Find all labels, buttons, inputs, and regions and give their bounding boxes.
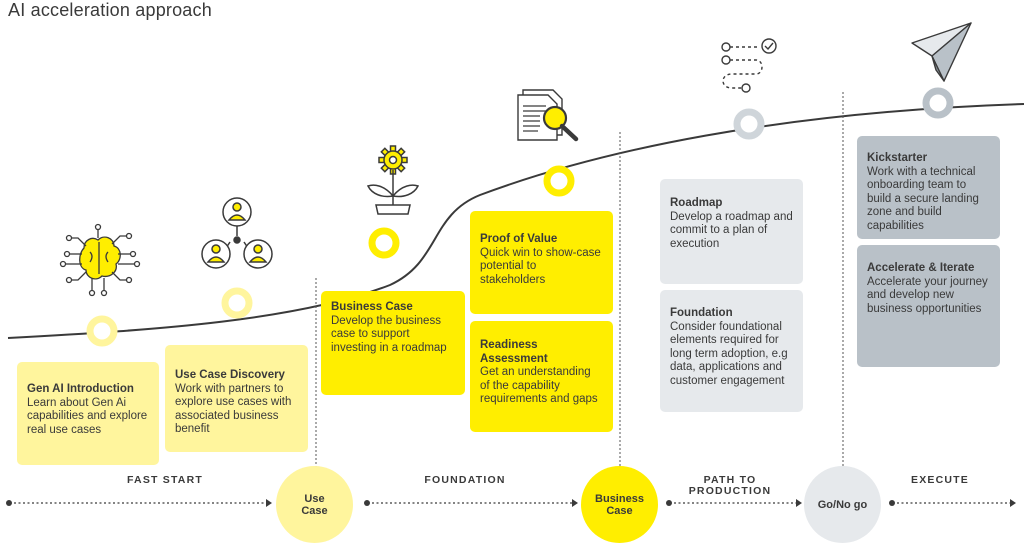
- card-title: Proof of Value: [480, 233, 558, 245]
- gate-use-case: Use Case: [276, 466, 353, 543]
- milestone-ring: [543, 165, 575, 197]
- gate-business-case-line-2: Case: [606, 504, 633, 517]
- card-title: Kickstarter: [867, 152, 928, 164]
- card-kickstarter: Kickstarter Work with a technical onboar…: [857, 136, 1000, 239]
- gate-go-no-go: Go/No go: [804, 466, 881, 543]
- card-body: Get an understanding of the capability r…: [480, 366, 598, 405]
- card-body: Consider foundational elements required …: [670, 320, 788, 387]
- card-foundation: Foundation Consider foundational element…: [660, 290, 803, 412]
- gate-business-case-line-1: Business: [595, 492, 644, 505]
- card-accelerate-iterate: Accelerate & Iterate Accelerate your jou…: [857, 245, 1000, 367]
- phase-path-line-1: PATH TO: [703, 474, 757, 486]
- gate-business-case: Business Case: [581, 466, 658, 543]
- card-title: Gen AI Introduction: [27, 383, 134, 395]
- phase-path-to-production: PATH TO PRODUCTION: [670, 475, 790, 497]
- milestone-ring: [221, 287, 253, 319]
- phase-path-line-2: PRODUCTION: [688, 485, 772, 497]
- milestone-ring: [922, 87, 954, 119]
- card-body: Accelerate your journey and develop new …: [867, 275, 988, 315]
- card-business-case: Business Case Develop the business case …: [321, 291, 465, 395]
- document-magnifier-icon: [517, 89, 579, 142]
- card-proof-of-value: Proof of Value Quick win to show-case po…: [470, 211, 613, 314]
- card-title: Foundation: [670, 307, 733, 319]
- milestone-ring: [86, 315, 118, 347]
- card-body: Work with partners to explore use cases …: [175, 382, 292, 436]
- gear-plant-icon: [366, 145, 420, 215]
- milestone-ring: [733, 108, 765, 140]
- phase-fast-start: FAST START: [127, 474, 203, 486]
- card-readiness-assessment: Readiness Assessment Get an understandin…: [470, 321, 613, 432]
- phase-foundation: FOUNDATION: [424, 474, 506, 486]
- card-title: Use Case Discovery: [175, 369, 285, 381]
- gate-use-case-line-1: Use: [304, 492, 325, 505]
- people-network-icon: [201, 197, 273, 269]
- brain-circuit-icon: [59, 223, 141, 297]
- card-body: Learn about Gen Ai capabilities and expl…: [27, 396, 148, 436]
- card-title: Business Case: [331, 301, 413, 313]
- card-body: Work with a technical onboarding team to…: [867, 165, 979, 232]
- route-checklist-icon: [721, 38, 777, 93]
- card-gen-ai-introduction: Gen AI Introduction Learn about Gen Ai c…: [17, 362, 159, 465]
- card-roadmap: Roadmap Develop a roadmap and commit to …: [660, 179, 803, 284]
- card-title: Readiness Assessment: [480, 339, 548, 365]
- card-title: Roadmap: [670, 197, 723, 209]
- gate-use-case-line-2: Case: [301, 504, 328, 517]
- gate-go-no-go-label: Go/No go: [817, 498, 868, 511]
- card-body: Quick win to show-case potential to stak…: [480, 246, 601, 286]
- paper-plane-icon: [911, 22, 972, 82]
- card-use-case-discovery: Use Case Discovery Work with partners to…: [165, 345, 308, 452]
- card-body: Develop the business case to support inv…: [331, 314, 447, 354]
- card-title: Accelerate & Iterate: [867, 262, 975, 274]
- page-title: AI acceleration approach: [8, 0, 212, 20]
- phase-execute: EXECUTE: [911, 474, 969, 486]
- card-body: Develop a roadmap and commit to a plan o…: [670, 210, 793, 250]
- milestone-ring: [368, 227, 400, 259]
